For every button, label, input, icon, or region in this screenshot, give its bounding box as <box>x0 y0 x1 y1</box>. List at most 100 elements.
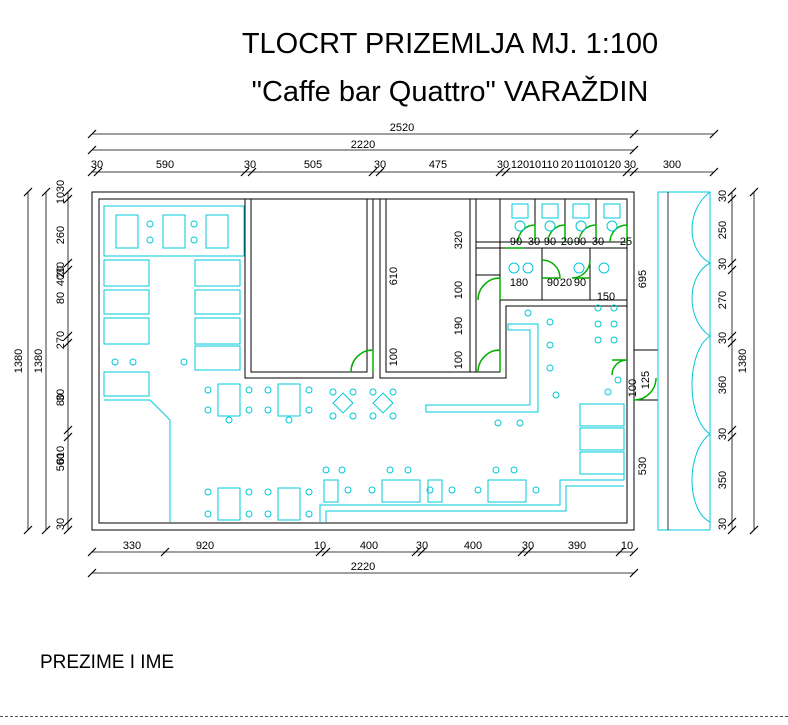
dim-top-segment: 110 <box>574 159 592 171</box>
dim-tick <box>749 525 759 535</box>
dim-tick <box>321 547 331 557</box>
dim-top-segment: 10 <box>591 159 603 171</box>
dim-bottom-segment: 400 <box>360 540 378 552</box>
dim-tick <box>727 432 737 442</box>
dim-tick <box>63 265 73 275</box>
plan-subtitle: "Caffe bar Quattro" VARAŽDIN <box>251 76 649 108</box>
dim-tick <box>523 547 533 557</box>
dim-tick <box>517 547 527 557</box>
dim-inner-label: 90 <box>574 236 586 248</box>
dim-top-total: 2520 <box>390 122 414 134</box>
dim-right-segment: 30 <box>717 190 729 202</box>
dim-tick <box>622 167 632 177</box>
dim-tick <box>727 194 737 204</box>
dim-tick <box>629 129 639 139</box>
dim-tick <box>727 258 737 268</box>
dim-tick <box>727 425 737 435</box>
dim-top-segment: 30 <box>374 159 386 171</box>
dim-tick <box>87 167 97 177</box>
dim-top-segment: 120 <box>511 159 529 171</box>
dim-bottom-segment: 30 <box>416 540 428 552</box>
dim-tick <box>41 525 51 535</box>
dim-inner-label: 90 <box>544 236 556 248</box>
dim-left-segment: 500 <box>55 453 67 471</box>
dim-inner-label: 20 <box>560 277 572 289</box>
doors <box>350 224 657 401</box>
dim-right-segment: 30 <box>717 332 729 344</box>
dim-tick <box>63 187 73 197</box>
dim-tick <box>87 145 97 155</box>
dim-inner-label: 25 <box>620 236 632 248</box>
dim-tick <box>727 525 737 535</box>
dim-tick <box>727 331 737 341</box>
dim-right-total: 1380 <box>737 349 749 373</box>
dim-top-segment: 590 <box>156 159 174 171</box>
dim-inner-label: 90 <box>574 277 586 289</box>
dim-left-segment: 30 <box>55 262 67 274</box>
dim-inner-label: 530 <box>637 457 649 475</box>
dim-top-segment: 30 <box>91 159 103 171</box>
dim-inner-label: 190 <box>453 317 465 335</box>
dim-tick <box>727 187 737 197</box>
dim-inner-label: 695 <box>637 270 649 288</box>
dim-tick <box>749 187 759 197</box>
dim-tick <box>629 167 639 177</box>
dim-right-segment: 30 <box>717 258 729 270</box>
dim-bottom-total: 2220 <box>351 561 375 573</box>
dim-inner-label: 90 <box>510 236 522 248</box>
dim-tick <box>247 167 257 177</box>
dim-right-segment: 250 <box>717 221 729 239</box>
dim-bottom-segment: 30 <box>522 540 534 552</box>
dim-tick <box>709 129 719 139</box>
dim-bottom-segment: 920 <box>196 540 214 552</box>
name-label: PREZIME I IME <box>40 652 175 673</box>
dim-tick <box>63 331 73 341</box>
dim-right-segment: 360 <box>717 376 729 394</box>
dim-tick <box>41 187 51 197</box>
dim-right-segment: 30 <box>717 428 729 440</box>
dim-tick <box>87 568 97 578</box>
dim-bottom-segment: 390 <box>568 540 586 552</box>
dim-inner-label: 30 <box>592 236 604 248</box>
dim-tick <box>709 167 719 177</box>
page-dashed-border <box>0 716 788 717</box>
dim-right-segment: 350 <box>717 471 729 489</box>
dim-inner-label: 100 <box>453 351 465 369</box>
dim-top-segment: 300 <box>663 159 681 171</box>
dim-tick <box>315 547 325 557</box>
dim-left-segment: 80 <box>55 292 67 304</box>
dim-tick <box>23 525 33 535</box>
dim-inner-label: 30 <box>528 236 540 248</box>
dim-top-segment: 120 <box>603 159 621 171</box>
dim-top-segment: 30 <box>244 159 256 171</box>
dim-bottom-segment: 10 <box>314 540 326 552</box>
inner-wall-outline <box>98 198 628 524</box>
dim-right-segment: 30 <box>717 518 729 530</box>
dim-top-segment: 20 <box>561 159 573 171</box>
dim-left-segment: 30 <box>55 389 67 401</box>
furniture <box>103 191 712 523</box>
dim-inner-label: 90 <box>547 277 559 289</box>
dim-inner-label: 150 <box>597 291 615 303</box>
dim-left-total: 1380 <box>13 349 25 373</box>
dim-tick <box>417 547 427 557</box>
dim-tick <box>87 129 97 139</box>
dim-tick <box>63 517 73 527</box>
dim-bottom-segment: 330 <box>123 540 141 552</box>
dim-left-inner: 1380 <box>33 349 45 373</box>
dim-left-segment: 30 <box>55 180 67 192</box>
dim-tick <box>411 547 421 557</box>
dim-tick <box>63 432 73 442</box>
dim-tick <box>63 194 73 204</box>
dim-top-segment: 30 <box>497 159 509 171</box>
outer-wall-outline <box>91 191 635 531</box>
dim-tick <box>629 145 639 155</box>
dim-top-segment: 110 <box>541 159 559 171</box>
dim-top-inner: 2220 <box>351 139 375 151</box>
dim-tick <box>629 568 639 578</box>
dim-right-segment: 270 <box>717 291 729 309</box>
dim-left-segment: 270 <box>55 331 67 349</box>
dim-left-segment: 40 <box>55 274 67 286</box>
